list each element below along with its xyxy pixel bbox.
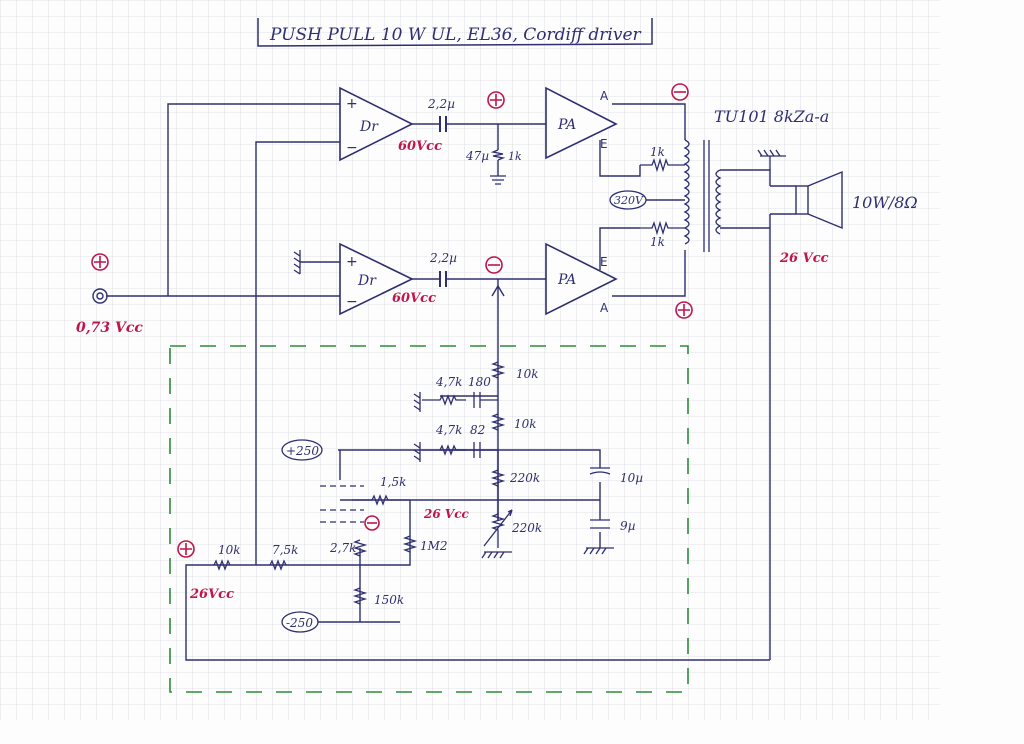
c-9u-label: 9µ <box>620 519 636 533</box>
r-150k-label: 150k <box>374 593 404 607</box>
driver-top-plus: + <box>346 96 358 112</box>
input-jack-icon <box>92 288 108 304</box>
arrow-up-icon <box>491 284 505 297</box>
pa-bottom-pin-a: A <box>600 301 609 315</box>
plus-circle-icon <box>487 91 505 109</box>
mid-volt: 26 Vcc <box>423 507 469 521</box>
supply-neg-oval <box>281 611 319 633</box>
r-1k-bottom-label: 1k <box>650 235 665 249</box>
r-220k-2-label: 220k <box>511 521 542 535</box>
driver-bottom-minus: − <box>346 294 358 310</box>
plus-circle-icon <box>177 540 195 558</box>
pa-bottom-label: PA <box>557 272 576 288</box>
r-180-label: 180 <box>468 375 491 389</box>
pa-top <box>545 86 618 160</box>
title-box <box>257 18 653 47</box>
ground-icon-secondary <box>757 149 786 170</box>
pa-top-pin-e: E <box>600 137 608 151</box>
pa-bottom <box>545 242 618 316</box>
speaker-icon <box>770 170 843 230</box>
pa-bottom-pin-e: E <box>600 255 608 269</box>
driver-bottom-volt: 60Vcc <box>392 291 436 306</box>
polarity-symbols <box>91 83 693 558</box>
plus-circle-icon <box>91 253 109 271</box>
r-10k-2-label: 10k <box>514 417 537 431</box>
dashed-module-box <box>169 345 689 693</box>
r-75k-label: 7,5k <box>272 543 298 557</box>
r-15k-label: 1,5k <box>380 475 406 489</box>
r-82-label: 82 <box>470 423 485 437</box>
driver-bottom <box>339 242 414 316</box>
resistor-grid-top <box>490 149 506 185</box>
minus-circle-icon <box>671 83 689 101</box>
minus-circle-icon <box>364 515 380 531</box>
driver-top <box>339 86 414 162</box>
driver-top-minus: − <box>346 140 358 156</box>
driver-bottom-plus: + <box>346 254 358 270</box>
supply-pos-oval <box>281 439 323 461</box>
fb-volt: 26Vcc <box>189 587 234 602</box>
driver-bottom-label: Dr <box>357 273 377 289</box>
coupling-cap-top <box>439 116 447 132</box>
ground-icon <box>293 250 301 275</box>
resistor-1k-top <box>640 157 685 173</box>
r-10k-3-label: 10k <box>218 543 241 557</box>
minus-circle-icon <box>485 256 503 274</box>
paper-margin-right <box>940 0 1024 744</box>
resistor-1k-bottom <box>640 220 685 236</box>
r-47k-1-label: 4,7k <box>435 375 462 389</box>
speaker-label: 10W/8Ω <box>852 193 918 212</box>
out-volt: 26 Vcc <box>779 251 829 266</box>
c-10u-label: 10µ <box>620 471 643 485</box>
paper-margin-bottom <box>0 720 1024 744</box>
r-220k-1-label: 220k <box>509 471 540 485</box>
r-1k-top-label: 1k <box>650 145 665 159</box>
input-volt: 0,73 Vcc <box>76 320 143 336</box>
r-10k-1-label: 10k <box>516 367 539 381</box>
r-27k-label: 2,7k <box>329 541 356 555</box>
cap-top-label: 2,2µ <box>427 97 455 111</box>
cap-bottom-label: 2,2µ <box>429 251 457 265</box>
r-grid-top-label: 47µ <box>465 149 489 163</box>
output-transformer <box>683 139 722 252</box>
transformer-label: TU101 8kZa-a <box>714 107 829 126</box>
pa-top-label: PA <box>557 117 576 133</box>
paper <box>0 0 940 720</box>
supply-pos-label: +250 <box>286 444 319 458</box>
b-plus-label: 320V <box>614 194 644 207</box>
r-grid-top-label2: 1k <box>508 150 522 163</box>
r-47k-2-label: 4,7k <box>435 423 462 437</box>
b-plus-oval <box>609 190 647 210</box>
coupling-cap-bottom <box>439 271 447 287</box>
supply-neg-label: -250 <box>286 616 313 630</box>
driver-top-label: Dr <box>359 119 379 135</box>
pa-top-pin-a: A <box>600 89 609 103</box>
r-1m2-label: 1M2 <box>420 539 448 553</box>
lower-network <box>213 361 614 605</box>
title-text: PUSH PULL 10 W UL, EL36, Cordiff driver <box>269 25 642 45</box>
driver-top-volt: 60Vcc <box>398 139 442 154</box>
plus-circle-icon <box>675 301 693 319</box>
